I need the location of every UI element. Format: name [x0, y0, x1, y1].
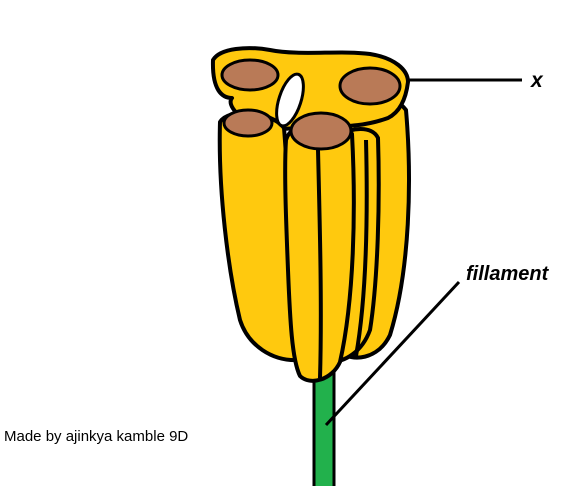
label-filament: fillament: [466, 263, 549, 285]
pointer-line-filament: [324, 280, 461, 427]
pollen-sac-top-right: [338, 66, 402, 106]
anther-furrow-1: [316, 149, 323, 379]
anther-furrow-2: [354, 139, 369, 357]
filament-stalk: [312, 370, 336, 486]
credit-text: Made by ajinkya kamble 9D: [4, 428, 189, 445]
central-slit: [275, 72, 305, 128]
pollen-sac-lower-left: [222, 108, 274, 138]
pollen-sac-top-left: [220, 58, 280, 92]
pollen-sacs: [220, 58, 402, 151]
pollen-sac-front: [289, 111, 353, 151]
label-x: x: [531, 69, 543, 92]
